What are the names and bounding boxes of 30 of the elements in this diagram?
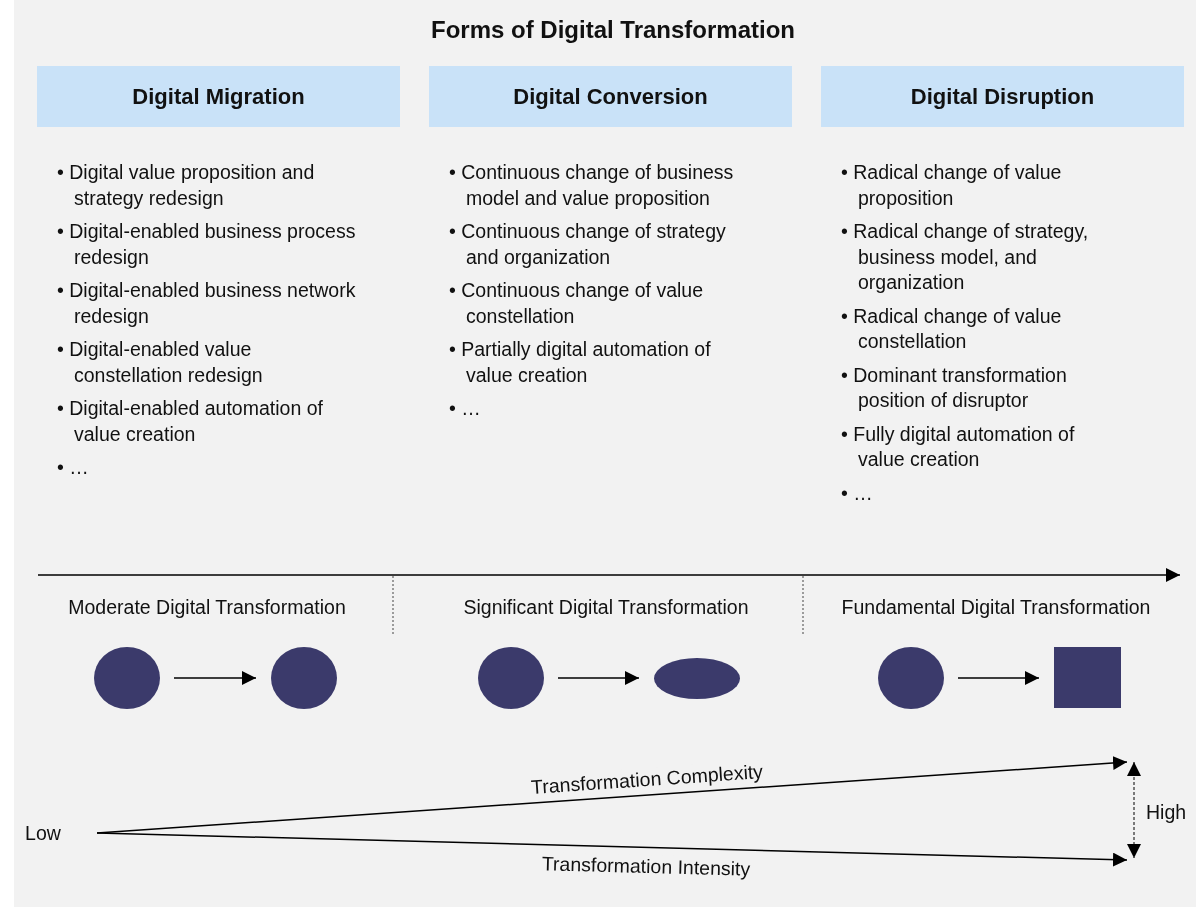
column-header: Digital Disruption xyxy=(821,66,1184,127)
axis-end-label: High xyxy=(1146,800,1187,824)
bullet-item: • … xyxy=(449,396,482,421)
bullet-item: • … xyxy=(841,480,874,506)
diagram-title: Forms of Digital Transformation xyxy=(430,16,796,44)
bullet-item: • Partially digital automation of value creation xyxy=(449,337,712,388)
bullet-item: • … xyxy=(57,455,90,480)
stage-label: Significant Digital Transformation xyxy=(463,595,749,619)
stage-label: Fundamental Digital Transformation xyxy=(841,595,1151,619)
bullet-item: • Radical change of value constellation xyxy=(841,303,1063,354)
column-header: Digital Migration xyxy=(37,66,400,127)
arrow xyxy=(557,671,640,685)
arrow xyxy=(96,832,1128,867)
bullet-item: • Continuous change of business model and value proposition xyxy=(449,160,735,211)
column-header: Digital Conversion xyxy=(429,66,792,127)
bullet-item: • Digital-enabled business process redesign xyxy=(57,219,357,270)
axis-end-label: Low xyxy=(20,820,66,846)
arrow xyxy=(173,671,257,685)
bullet-item: • Dominant transformation position of disruptor xyxy=(841,362,1068,413)
bullet-item: • Digital-enabled value constellation redesign xyxy=(57,337,264,388)
bullet-item: • Digital-enabled business network redesign xyxy=(57,278,357,329)
bullet-item: • Continuous change of value constellation xyxy=(449,278,704,329)
bullet-item: • Radical change of strategy, business model, and organization xyxy=(841,219,1090,295)
bullet-item: • Digital value proposition and strategy redesign xyxy=(57,160,316,211)
bullet-item: • Radical change of value proposition xyxy=(841,160,1063,211)
stage-label: Moderate Digital Transformation xyxy=(68,595,346,619)
arrow xyxy=(957,671,1040,685)
bullet-item: • Digital-enabled automation of value creation xyxy=(57,396,324,447)
bullet-item: • Fully digital automation of value creation xyxy=(841,421,1076,472)
bullet-item: • Continuous change of strategy and organization xyxy=(449,219,727,270)
